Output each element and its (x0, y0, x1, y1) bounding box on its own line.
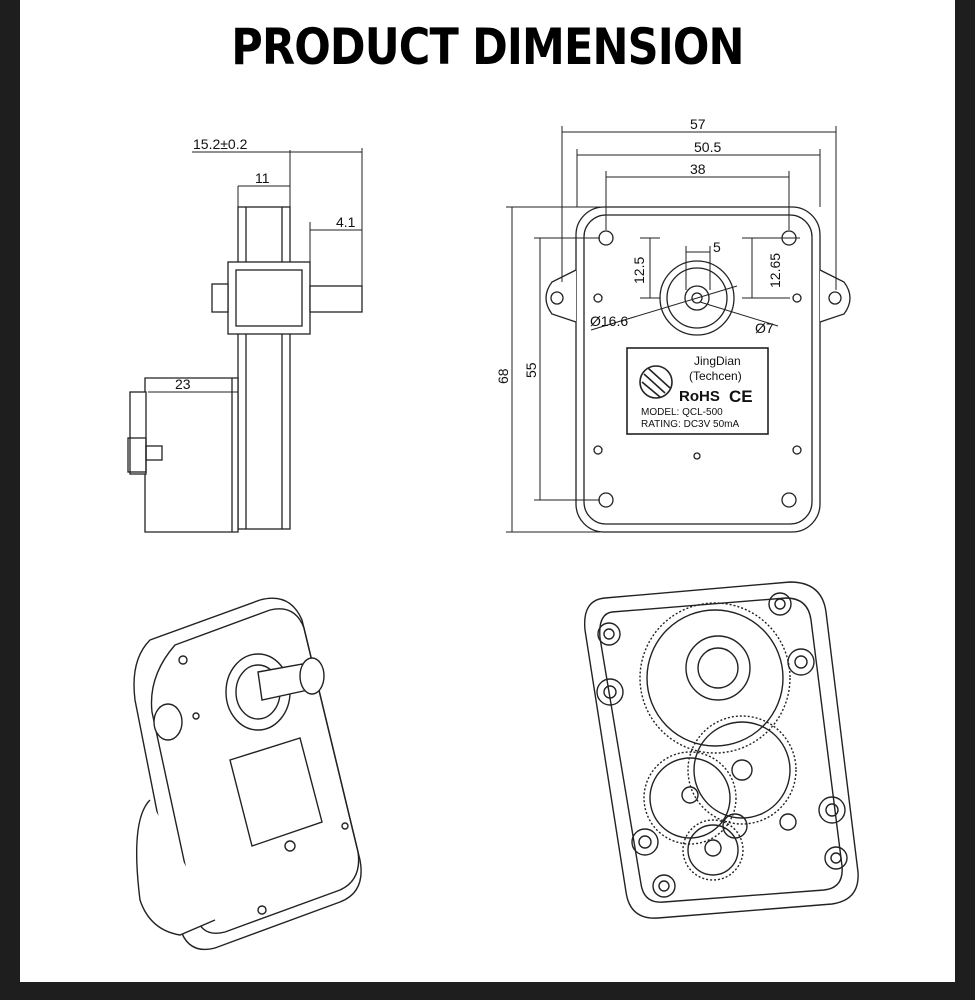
side-view: 15.2±0.2 11 4.1 23 (127, 136, 363, 533)
output-shaft (684, 285, 710, 311)
gear-housing (583, 581, 859, 919)
ce-mark: CE (729, 387, 753, 406)
dim-shaft-offset: 4.1 (336, 214, 356, 230)
label-rating: RATING: DC3V 50mA (641, 419, 739, 430)
iso-label-area (229, 737, 323, 847)
product-label-plate (626, 347, 769, 435)
front-view: JingDian (Techcen) RoHS CE MODEL: QCL-50… (495, 116, 851, 533)
dim-screw-spacing: 38 (690, 161, 706, 177)
dim-body-width: 11 (255, 170, 270, 186)
mount-ear-left (545, 269, 577, 323)
side-shaft-left (211, 283, 229, 313)
dim-overall-height: 68 (495, 368, 511, 384)
gear-medium (643, 715, 797, 881)
gear-view (583, 581, 859, 919)
iso-motor-housing (135, 799, 216, 936)
brand-logo (639, 365, 673, 399)
side-shaft-boss (227, 261, 311, 335)
page-title: PRODUCT DIMENSION (231, 18, 744, 76)
dim-overall-width: 57 (690, 116, 706, 132)
gear-output-hub (685, 635, 751, 701)
iso-mount-ear (153, 703, 183, 741)
gear-large (639, 602, 791, 754)
rohs-mark: RoHS (679, 388, 720, 405)
dim-hole-to-center-right: 12.65 (767, 253, 783, 288)
mount-ear-right (819, 269, 851, 323)
label-sub-brand: (Techcen) (689, 369, 742, 383)
isometric-view (133, 597, 362, 951)
dim-boss-diameter: Ø16.6 (590, 313, 628, 329)
dim-hole-to-center-left: 12.5 (631, 257, 647, 284)
dim-shaft-total: 15.2±0.2 (193, 136, 248, 152)
label-brand: JingDian (694, 354, 741, 368)
side-gearbox-body (237, 206, 291, 530)
side-shaft-right (309, 285, 363, 313)
side-motor-housing (144, 377, 239, 533)
dim-shaft-flat: 5 (713, 239, 721, 255)
dim-motor-length: 23 (175, 376, 191, 392)
dim-shaft-diameter: Ø7 (755, 320, 774, 336)
dim-body-height: 55 (523, 362, 539, 378)
dim-mount-hole-spacing: 50.5 (694, 139, 721, 155)
label-model: MODEL: QCL-500 (641, 407, 723, 418)
